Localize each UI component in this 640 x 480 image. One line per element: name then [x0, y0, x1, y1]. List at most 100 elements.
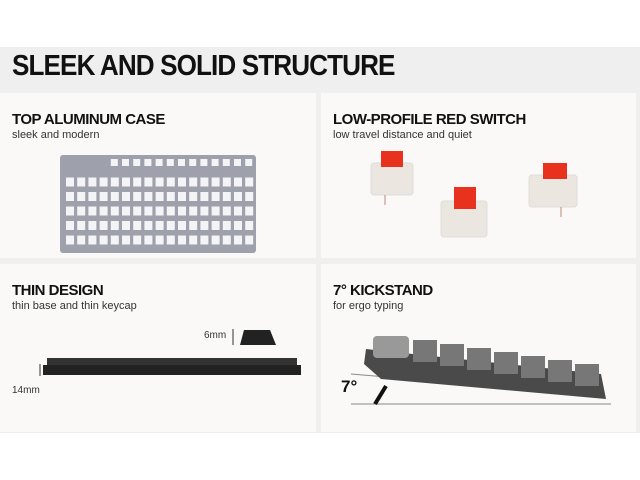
- case-key-cutout: [144, 192, 153, 201]
- red-switches-image: [370, 151, 578, 238]
- panel-kickstand: 7° KICKSTAND for ergo typing 7°: [321, 264, 636, 432]
- case-key-cutout: [77, 192, 86, 201]
- case-key-cutout: [155, 221, 164, 230]
- case-key-cutout: [245, 235, 254, 245]
- case-key-cutout: [211, 235, 220, 245]
- base-height-label: 14mm: [12, 385, 40, 396]
- keycap-image: [232, 329, 276, 345]
- case-key-cutout: [66, 192, 74, 201]
- keycap-height-label: 6mm: [204, 330, 227, 341]
- case-key-cutout: [178, 177, 186, 187]
- side-keycap: [467, 348, 491, 370]
- kickstand-image: [350, 336, 611, 406]
- case-key-cutout: [166, 159, 174, 166]
- case-key-cutout: [133, 192, 142, 201]
- case-key-cutout: [200, 159, 208, 166]
- case-key-cutout: [155, 206, 164, 216]
- panel-thin-design: THIN DESIGN thin base and thin keycap 6m…: [0, 264, 316, 432]
- case-key-cutout: [144, 206, 153, 216]
- side-keycap: [575, 364, 599, 386]
- case-key-cutout: [133, 221, 142, 230]
- case-key-cutout: [234, 221, 242, 230]
- case-key-cutout: [245, 221, 254, 230]
- panel-subtitle: thin base and thin keycap: [12, 300, 137, 312]
- case-key-cutout: [222, 159, 230, 166]
- case-key-cutout: [189, 159, 197, 166]
- case-key-cutout: [144, 235, 153, 245]
- case-key-cutout: [166, 192, 175, 201]
- case-key-cutout: [234, 206, 242, 216]
- case-key-cutout: [178, 206, 186, 216]
- case-key-cutout: [88, 235, 97, 245]
- case-key-cutout: [133, 177, 142, 187]
- case-key-cutout: [144, 221, 153, 230]
- case-key-cutout: [222, 235, 231, 245]
- case-key-cutout: [110, 206, 119, 216]
- case-key-cutout: [178, 159, 185, 166]
- case-key-cutout: [110, 177, 119, 187]
- switch-1: [370, 151, 414, 205]
- case-key-cutout: [245, 206, 254, 216]
- case-key-cutout: [66, 221, 74, 230]
- case-key-cutout: [200, 235, 209, 245]
- panel-title: TOP ALUMINUM CASE: [12, 111, 165, 128]
- case-key-cutout: [234, 235, 242, 245]
- case-key-cutout: [189, 192, 198, 201]
- panel-title: 7° KICKSTAND: [333, 282, 433, 299]
- case-key-cutout: [66, 177, 74, 187]
- case-key-cutout: [178, 235, 186, 245]
- case-key-cutout: [200, 192, 209, 201]
- case-key-cutout: [88, 192, 97, 201]
- case-key-cutout: [122, 235, 130, 245]
- case-key-cutout: [77, 206, 86, 216]
- keyboard-side-image: [39, 358, 301, 376]
- case-key-cutout: [200, 221, 209, 230]
- case-key-cutout: [77, 235, 86, 245]
- case-key-cutout: [66, 235, 74, 245]
- case-key-cutout: [200, 206, 209, 216]
- case-key-cutout: [122, 177, 130, 187]
- case-key-cutout: [155, 177, 164, 187]
- case-key-cutout: [110, 159, 118, 166]
- angle-label: 7°: [341, 377, 358, 396]
- panel-subtitle: sleek and modern: [12, 129, 100, 141]
- case-key-cutout: [155, 159, 163, 166]
- case-key-cutout: [211, 192, 220, 201]
- case-key-cutout: [245, 177, 254, 187]
- case-key-cutout: [211, 206, 220, 216]
- panel-subtitle: for ergo typing: [333, 300, 404, 312]
- case-key-cutout: [245, 159, 253, 166]
- side-keycap: [548, 360, 572, 382]
- case-key-cutout: [211, 159, 219, 166]
- side-keycap: [440, 344, 464, 366]
- case-key-cutout: [110, 192, 119, 201]
- case-key-cutout: [99, 235, 108, 245]
- panel-red-switch: LOW-PROFILE RED SWITCH low travel distan…: [321, 93, 636, 258]
- case-key-cutout: [122, 192, 130, 201]
- case-key-cutout: [189, 206, 198, 216]
- aluminum-case-image: [60, 155, 256, 253]
- case-key-cutout: [77, 221, 86, 230]
- side-keycap: [521, 356, 545, 378]
- case-key-cutout: [110, 221, 119, 230]
- case-key-cutout: [133, 159, 141, 166]
- case-key-cutout: [88, 206, 97, 216]
- case-key-cutout: [178, 221, 186, 230]
- case-key-cutout: [99, 206, 108, 216]
- case-key-cutout: [222, 221, 231, 230]
- case-key-cutout: [222, 192, 231, 201]
- case-key-cutout: [178, 192, 186, 201]
- case-key-cutout: [122, 159, 129, 166]
- case-key-cutout: [88, 177, 97, 187]
- case-key-cutout: [166, 206, 175, 216]
- case-key-cutout: [200, 177, 209, 187]
- case-key-cutout: [99, 221, 108, 230]
- panel-title: THIN DESIGN: [12, 282, 104, 299]
- case-key-cutout: [211, 177, 220, 187]
- case-key-cutout: [144, 177, 153, 187]
- case-key-cutout: [122, 221, 130, 230]
- case-key-cutout: [222, 206, 231, 216]
- panel-title: LOW-PROFILE RED SWITCH: [333, 111, 526, 128]
- case-key-cutout: [77, 177, 86, 187]
- side-keycap: [494, 352, 518, 374]
